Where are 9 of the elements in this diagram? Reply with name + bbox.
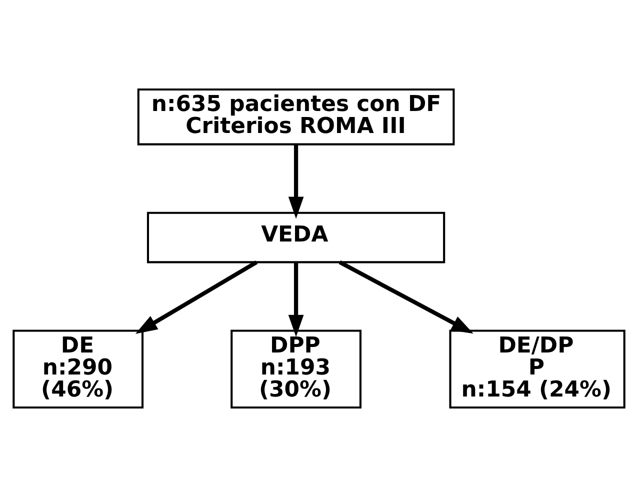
node-box: n:635 pacientes con DF Criterios ROMA III bbox=[137, 88, 455, 146]
arrow bbox=[135, 260, 258, 334]
node-box: VEDA bbox=[146, 212, 446, 264]
arrow bbox=[288, 262, 304, 337]
node-box: DE n:290 (46%) bbox=[12, 330, 144, 409]
arrow bbox=[338, 260, 474, 334]
arrow bbox=[288, 144, 304, 219]
node-box: DE/DP P n:154 (24%) bbox=[449, 330, 626, 409]
node-box: DPP n:193 (30%) bbox=[230, 330, 362, 409]
